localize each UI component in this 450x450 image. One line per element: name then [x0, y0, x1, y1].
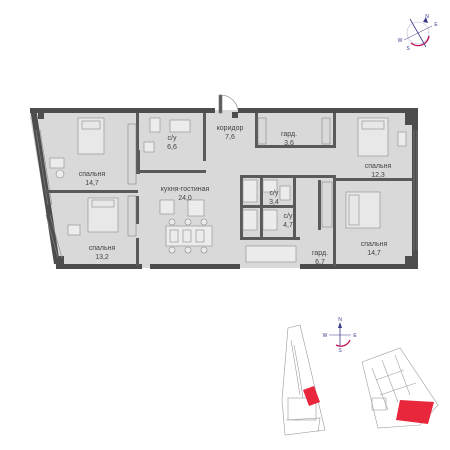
- room-area-bedroom-2: 12,3: [371, 172, 385, 179]
- site-plan-building-highlight: [303, 386, 320, 406]
- compass-top: N S E W: [398, 14, 439, 52]
- room-area-bedroom-1: 14,7: [85, 180, 99, 187]
- room-area-kitchen-living: 24,0: [178, 195, 192, 202]
- room-label-wardrobe-1: гард.: [281, 131, 297, 138]
- room-area-bedroom-3: 13,2: [95, 254, 109, 261]
- compass-top-east: E: [434, 22, 438, 28]
- room-label-corridor: коридор: [217, 125, 244, 132]
- room-area-bathroom-2: 3,4: [269, 199, 279, 206]
- room-area-corridor: 7,6: [225, 134, 235, 141]
- room-label-bedroom-2: спальня: [365, 163, 392, 170]
- room-label-bathroom-1: с/у: [168, 135, 177, 142]
- room-label-bathroom-3: с/у: [284, 213, 293, 220]
- compass-top-north: N: [425, 14, 429, 20]
- room-label-bedroom-1: спальня: [79, 171, 106, 178]
- compass-bottom: N S E W: [323, 317, 358, 354]
- room-label-bathroom-2: с/у: [270, 190, 279, 197]
- compass-top-west: W: [398, 38, 403, 44]
- compass-bottom-south: S: [338, 348, 342, 354]
- room-area-bathroom-3: 4,7: [283, 222, 293, 229]
- room-label-wardrobe-2: гард.: [312, 250, 328, 257]
- compass-bottom-north: N: [338, 317, 342, 323]
- room-label-bedroom-4: спальня: [361, 241, 388, 248]
- compass-bottom-east: E: [353, 333, 357, 339]
- furniture: [49, 117, 407, 263]
- site-plan: [281, 324, 326, 436]
- room-area-wardrobe-2: 6,7: [315, 259, 325, 266]
- interior-walls: [44, 113, 412, 266]
- room-area-bedroom-4: 14,7: [367, 250, 381, 257]
- floor-key-plan-apartment-highlight: [396, 400, 434, 424]
- room-area-wardrobe-1: 3,6: [284, 140, 294, 147]
- room-area-bathroom-1: 6,6: [167, 144, 177, 151]
- compass-top-south: S: [406, 46, 410, 52]
- room-label-kitchen-living: кухня-гостиная: [161, 186, 210, 193]
- room-labels: спальня 14,7 с/у 6,6 коридор 7,6 гард. 3…: [79, 125, 392, 266]
- closets: [127, 117, 333, 237]
- beds: [77, 117, 389, 233]
- room-label-bedroom-3: спальня: [89, 245, 116, 252]
- compass-bottom-west: W: [323, 333, 328, 339]
- entrance-door: [218, 94, 239, 114]
